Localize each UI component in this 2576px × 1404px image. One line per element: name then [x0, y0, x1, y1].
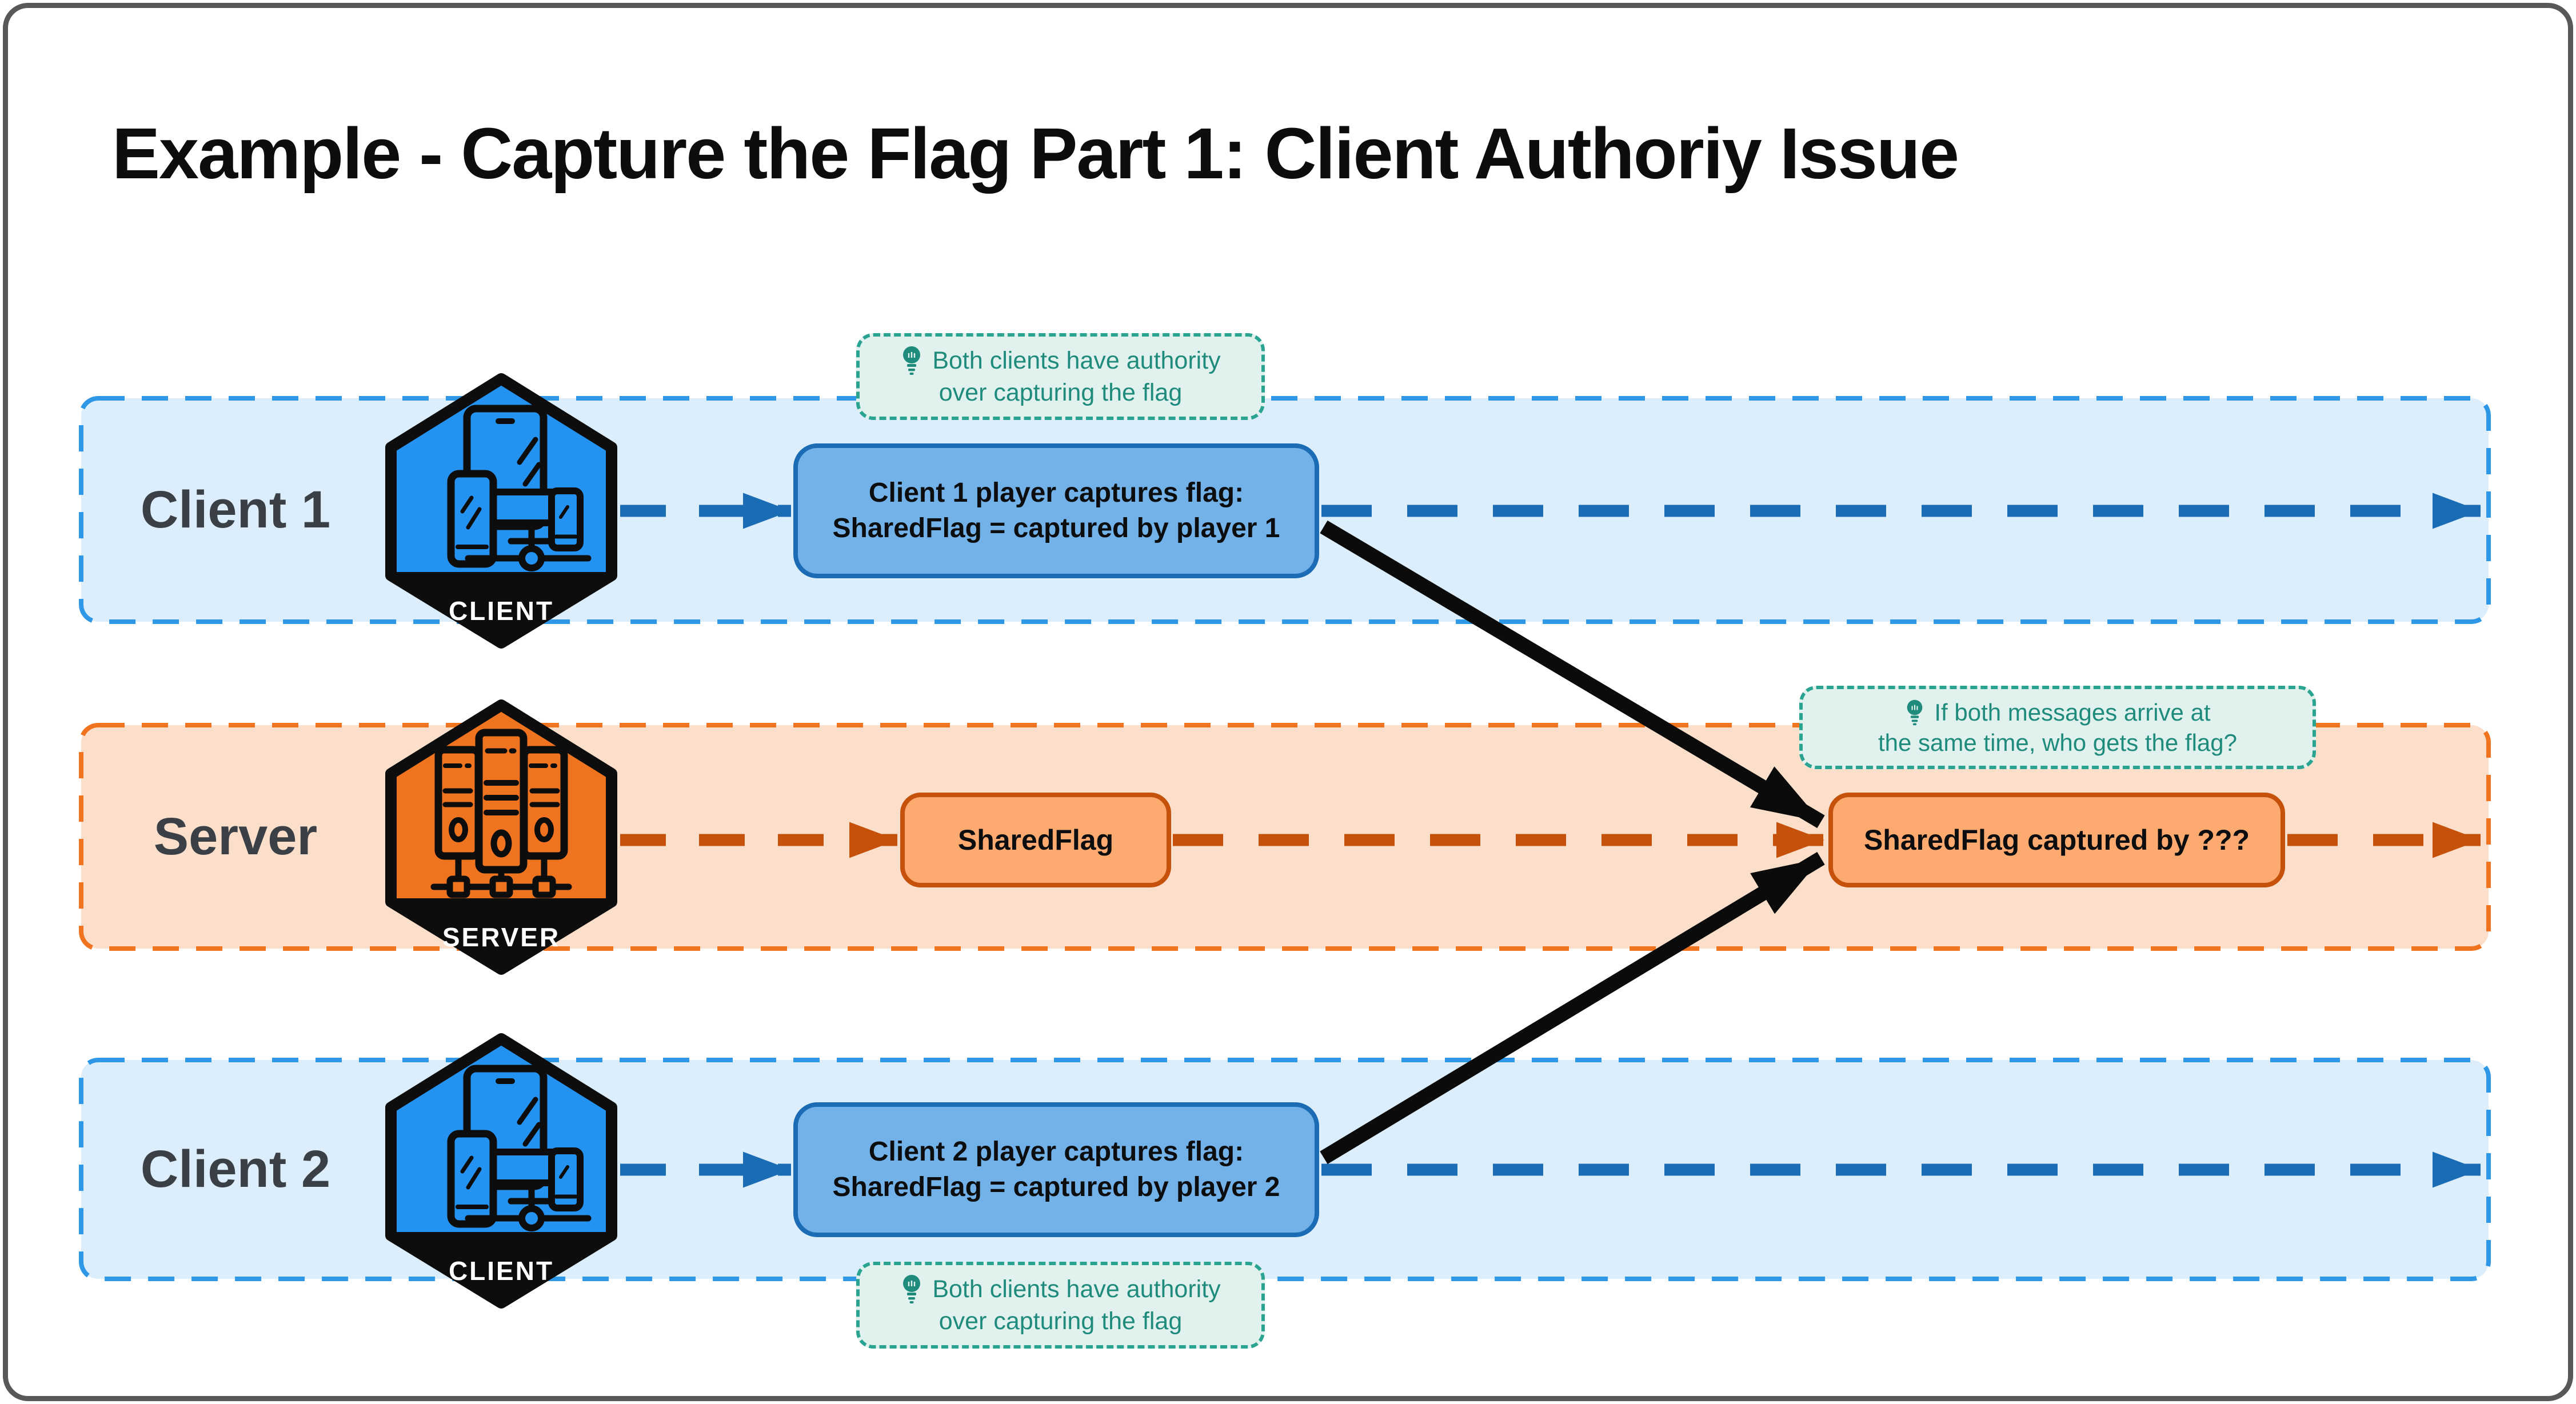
message-line: Client 2 player captures flag: [868, 1137, 1244, 1167]
message-line: SharedFlag captured by ??? [1863, 824, 2250, 856]
page-title: Example - Capture the Flag Part 1: Clien… [112, 113, 1959, 194]
sharedflag-result-box: SharedFlag captured by ??? [1828, 793, 2285, 887]
message-line: SharedFlag = captured by player 2 [832, 1172, 1280, 1202]
lightbulb-icon [1907, 699, 1923, 725]
hexagon-badge-label: CLIENT [449, 596, 554, 626]
lane-label-client-1: Client 1 [140, 480, 331, 539]
client-devices-icon [447, 405, 592, 571]
tooltip-text: Both clients have authority [932, 347, 1221, 374]
hexagon-outline [385, 373, 617, 649]
server-rack-icon [430, 729, 572, 898]
lightbulb-icon [903, 346, 921, 375]
server-hexagon-badge: SERVER [385, 699, 617, 975]
tooltip-text: Both clients have authority [932, 1275, 1221, 1303]
message-line: SharedFlag [957, 824, 1114, 856]
client-1-hexagon-badge: CLIENT [385, 373, 617, 649]
client-2-message-box: Client 2 player captures flag: SharedFla… [793, 1102, 1319, 1237]
message-line: Client 1 player captures flag: [868, 478, 1244, 508]
hexagon-outline [385, 699, 617, 975]
lane-label-server: Server [153, 807, 318, 866]
hexagon-badge-label: SERVER [442, 922, 560, 952]
tooltip-text: If both messages arrive at [1934, 699, 2211, 726]
hexagon-band [391, 898, 612, 969]
hexagon-badge-label: CLIENT [449, 1256, 554, 1286]
sharedflag-state-box: SharedFlag [900, 793, 1171, 887]
hexagon-band [391, 572, 612, 643]
lane-label-client-2: Client 2 [140, 1139, 331, 1198]
tooltip-text: over capturing the flag [938, 1307, 1183, 1335]
message-line: SharedFlag = captured by player 1 [832, 513, 1280, 543]
client-devices-icon [447, 1065, 592, 1231]
lightbulb-icon [903, 1275, 921, 1303]
client-1-message-box: Client 1 player captures flag: SharedFla… [793, 443, 1319, 578]
hexagon-outline [385, 1033, 617, 1309]
tooltip-text: the same time, who gets the flag? [1878, 729, 2237, 756]
hexagon-band [391, 1232, 612, 1303]
client-2-hexagon-badge: CLIENT [385, 1033, 617, 1309]
server-race-tooltip: If both messages arrive at the same time… [1799, 686, 2316, 769]
client-1-authority-tooltip: Both clients have authority over capturi… [856, 333, 1265, 420]
tooltip-text: over capturing the flag [938, 379, 1183, 406]
client-2-authority-tooltip: Both clients have authority over capturi… [856, 1262, 1265, 1349]
